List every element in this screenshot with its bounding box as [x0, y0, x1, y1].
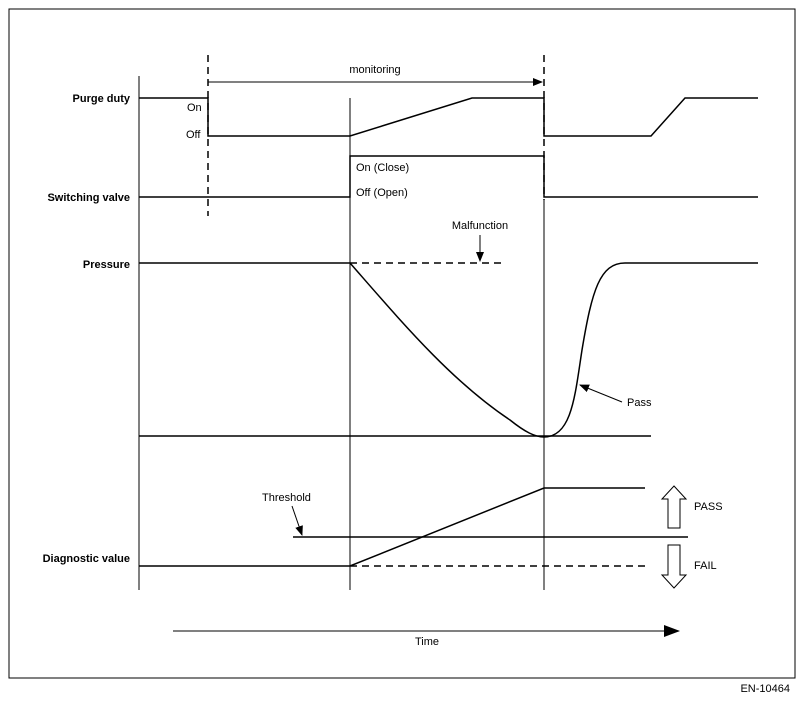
valve-on-close-label: On (Close) — [356, 162, 409, 174]
purge-duty-trace — [139, 97, 758, 137]
fail-down-arrow-icon — [660, 544, 688, 589]
purge-off-label: Off — [186, 129, 201, 141]
switching-valve-trace — [139, 155, 758, 198]
purge-duty-label: Purge duty — [73, 93, 131, 105]
pressure-label: Pressure — [83, 259, 130, 271]
diagram-frame — [8, 8, 796, 679]
monitoring-label: monitoring — [349, 64, 400, 76]
pass-label: PASS — [694, 501, 723, 513]
purge-on-label: On — [187, 102, 202, 114]
malfunction-label: Malfunction — [452, 220, 508, 232]
fail-label: FAIL — [694, 560, 717, 572]
valve-off-open-label: Off (Open) — [356, 187, 408, 199]
threshold-label: Threshold — [262, 492, 311, 504]
pass-curve-label: Pass — [627, 397, 652, 409]
time-axis-label: Time — [415, 636, 439, 648]
diagnostic-value-label: Diagnostic value — [43, 553, 130, 565]
switching-valve-label: Switching valve — [47, 192, 130, 204]
diagnostic-value-trace — [139, 487, 645, 567]
threshold-pointer — [291, 505, 303, 536]
pass-curve-pointer — [579, 384, 623, 403]
pass-up-arrow-icon — [660, 485, 688, 529]
figure-id: EN-10464 — [740, 683, 790, 695]
pressure-decay-curve — [349, 262, 545, 438]
pressure-recovery-curve — [543, 262, 758, 438]
